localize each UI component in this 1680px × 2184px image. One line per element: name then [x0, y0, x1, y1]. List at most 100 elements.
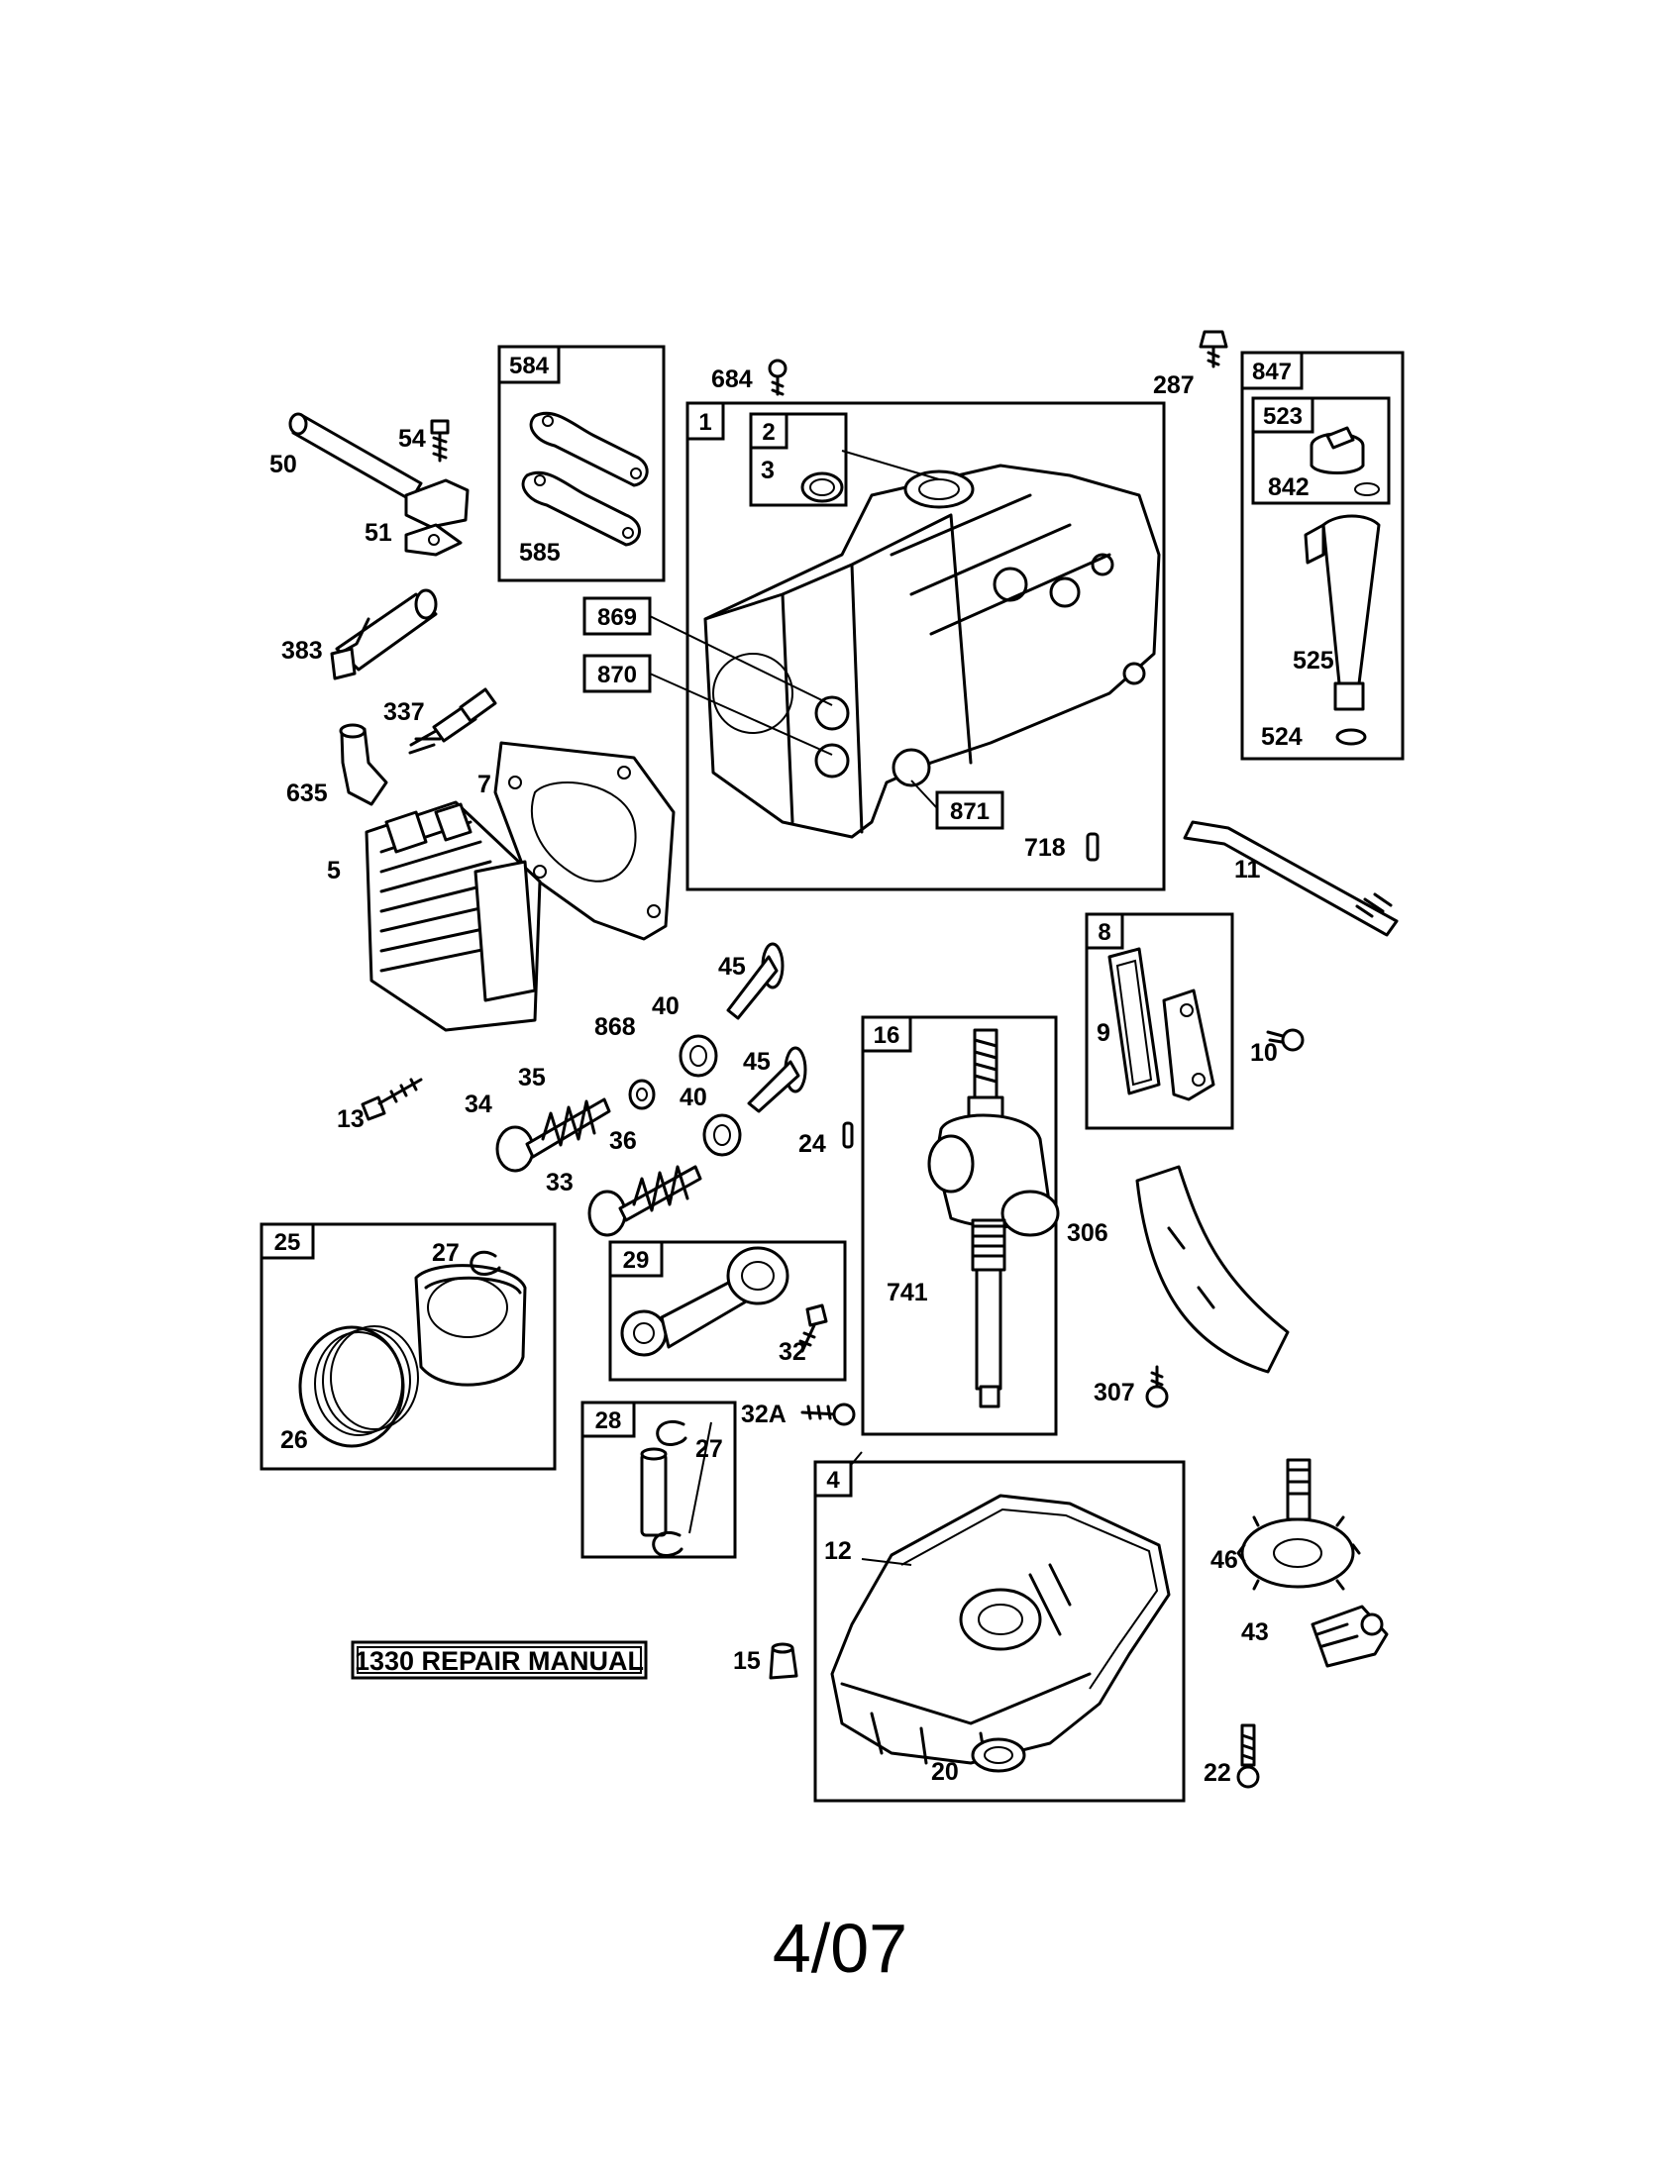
group-box-847: 847	[1240, 351, 1405, 761]
part-label-842: 842	[1268, 473, 1310, 501]
callout-box-871: 871	[935, 790, 1004, 830]
rod-bolt-32-part	[798, 1303, 828, 1353]
wrist-pin-part	[640, 1447, 668, 1537]
part-label-43: 43	[1241, 1618, 1269, 1646]
bolt-22-part	[1236, 1723, 1260, 1789]
plug-287-part	[1199, 330, 1228, 368]
part-label-34: 34	[465, 1091, 492, 1118]
part-label-525: 525	[1293, 647, 1334, 675]
part-label-27-upper: 27	[432, 1239, 460, 1267]
dowel-pin-24-part	[842, 1121, 854, 1149]
box-label-16: 16	[874, 1022, 900, 1049]
valve-seal-868-part	[628, 1079, 656, 1110]
box-label-25: 25	[274, 1229, 301, 1256]
part-label-51: 51	[365, 519, 392, 547]
group-box-584: 584	[497, 345, 666, 582]
spark-plug-part	[408, 687, 497, 755]
oil-seal-part	[800, 471, 844, 503]
part-label-10: 10	[1250, 1039, 1278, 1067]
part-label-54: 54	[398, 425, 426, 453]
part-label-35: 35	[518, 1064, 546, 1092]
leader-lines	[649, 450, 940, 1566]
crankcase-cover-part	[830, 1494, 1171, 1765]
group-box-29: 29	[608, 1240, 847, 1382]
part-label-45-upper: 45	[718, 953, 746, 981]
group-box-16: 16	[861, 1015, 1058, 1436]
group-box-2: 2	[749, 412, 848, 507]
box-label-523: 523	[1263, 403, 1303, 430]
part-label-50: 50	[269, 451, 297, 478]
part-number-labels: 50 54 51 383 337 635 7 5 585 684 3 718 2…	[269, 365, 1334, 1787]
dipstick-cap-part	[1310, 426, 1380, 496]
box-label-28: 28	[595, 1407, 622, 1434]
governor-gear-part	[1236, 1458, 1361, 1591]
repair-manual-callout: 1330 REPAIR MANUAL	[351, 1640, 648, 1680]
part-label-868: 868	[594, 1013, 636, 1041]
group-box-523: 523	[1251, 396, 1391, 505]
group-box-4: 4	[813, 1460, 1186, 1803]
part-label-287: 287	[1153, 371, 1195, 399]
part-label-24: 24	[798, 1130, 826, 1158]
part-label-383: 383	[281, 637, 323, 665]
crankcase-part	[703, 464, 1161, 839]
valve-spring-36-part	[587, 1165, 702, 1237]
valve-45-lower-part	[747, 1046, 807, 1113]
box-label-870: 870	[597, 662, 637, 688]
head-bolt-13-part	[361, 1078, 423, 1121]
crankshaft-part	[927, 1028, 1060, 1408]
part-label-9: 9	[1097, 1019, 1110, 1047]
head-gasket-part	[493, 741, 676, 941]
part-label-32: 32	[779, 1338, 806, 1366]
part-label-741: 741	[887, 1279, 928, 1306]
spark-plug-boot-part	[339, 723, 388, 806]
screw-54-part	[430, 419, 450, 463]
fitting-684-part	[768, 359, 788, 396]
piston-rings-part	[298, 1325, 419, 1448]
part-label-32a: 32A	[741, 1401, 787, 1428]
valve-45-upper-part	[726, 942, 785, 1020]
part-label-40-lower: 40	[680, 1084, 707, 1111]
part-label-337: 337	[383, 698, 425, 726]
screw-10-part	[1266, 1028, 1305, 1052]
spring-retainer-40-upper-part	[679, 1034, 718, 1078]
part-label-3: 3	[761, 457, 775, 484]
part-label-635: 635	[286, 780, 328, 807]
part-label-7: 7	[477, 771, 491, 798]
box-label-584: 584	[509, 353, 550, 379]
connecting-rod-part	[620, 1246, 789, 1357]
repair-manual-label: 1330 REPAIR MANUAL	[355, 1646, 644, 1676]
box-label-1: 1	[698, 409, 711, 436]
governor-43-part	[1311, 1605, 1389, 1668]
screw-307-part	[1145, 1365, 1169, 1408]
part-label-40-upper: 40	[652, 992, 680, 1020]
breather-tube-part	[288, 412, 423, 502]
spring-retainer-40-lower-part	[702, 1113, 742, 1157]
air-baffle-part	[1135, 1165, 1290, 1374]
dipstick-rod-part	[1183, 820, 1399, 937]
part-label-718: 718	[1024, 834, 1066, 862]
ignition-lead-part	[330, 588, 438, 680]
box-label-871: 871	[950, 798, 990, 825]
part-label-26: 26	[280, 1426, 308, 1454]
callout-box-870: 870	[582, 654, 652, 693]
part-label-585: 585	[519, 539, 561, 567]
box-label-869: 869	[597, 604, 637, 631]
part-label-27-lower: 27	[695, 1435, 723, 1463]
footer-date: 4/07	[773, 1910, 907, 1987]
screw-32a-part	[800, 1403, 856, 1426]
group-box-25: 25	[260, 1222, 557, 1471]
part-label-11: 11	[1234, 856, 1261, 884]
breather-cover-part	[404, 478, 470, 557]
drain-plug-15-part	[769, 1642, 798, 1680]
valve-spring-35-part	[495, 1097, 611, 1173]
cover-gasket-part	[1107, 947, 1215, 1101]
piston-part	[414, 1264, 527, 1387]
part-label-5: 5	[327, 857, 341, 884]
part-label-13: 13	[337, 1105, 365, 1133]
group-box-28: 28	[580, 1401, 737, 1559]
circlip-27-upper-part	[470, 1250, 501, 1276]
callout-box-869: 869	[582, 596, 652, 636]
group-box-8: 8	[1085, 912, 1234, 1130]
